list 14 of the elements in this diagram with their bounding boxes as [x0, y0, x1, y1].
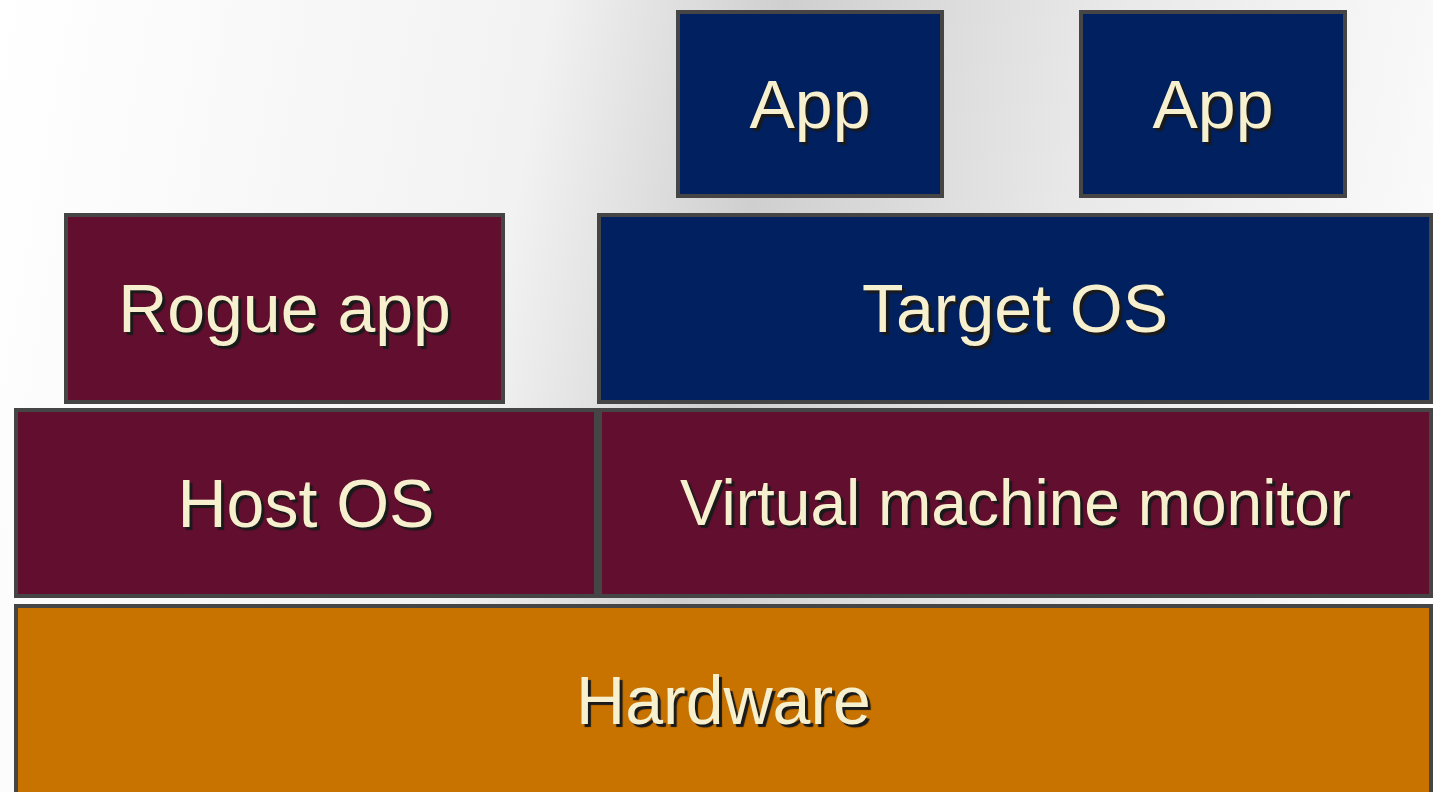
layer-label: Rogue app	[118, 271, 451, 346]
layer-box	[64, 213, 505, 404]
layer-box	[14, 604, 1433, 792]
layer-label: App	[749, 66, 871, 142]
layer-label: App	[1152, 66, 1274, 142]
layer-label: Hardware	[576, 662, 871, 738]
layer-box	[598, 408, 1433, 598]
layer-label: Target OS	[861, 271, 1169, 346]
application-box	[676, 10, 944, 198]
layer-label: Virtual machine monitor	[679, 467, 1352, 539]
layer-box	[14, 408, 598, 598]
application-box	[1079, 10, 1347, 198]
layer-label: Host OS	[177, 465, 435, 541]
layer-box	[597, 213, 1433, 404]
